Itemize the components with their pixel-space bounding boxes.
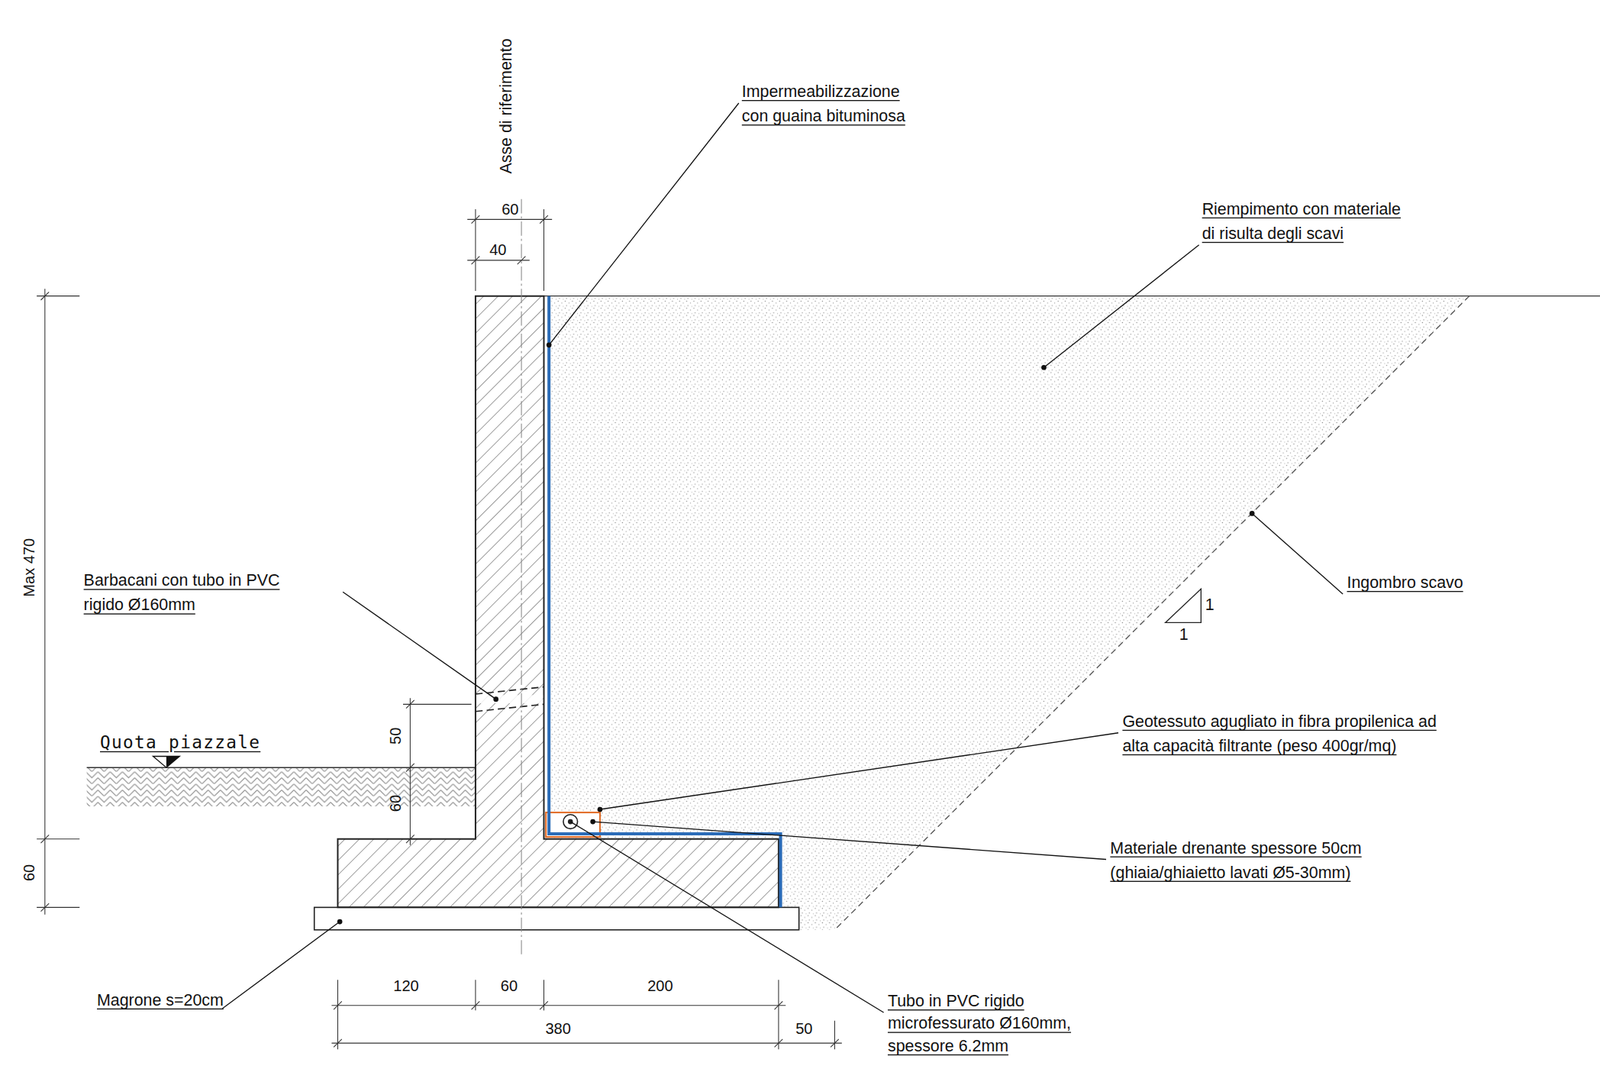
drain-pipe: [563, 814, 578, 830]
leader-dots: [337, 341, 1255, 924]
weep-pipe: [475, 687, 545, 694]
drain-pipe: [567, 819, 574, 825]
callout-label: Ingombro scavo: [1346, 570, 1463, 595]
dimension-text: 40: [489, 240, 507, 259]
level-marker: [153, 756, 181, 768]
dimension-text: 200: [647, 976, 673, 995]
dimension-text: 60: [500, 976, 518, 995]
dimension-text: Max 470: [20, 538, 39, 597]
dimension-text: 50: [795, 1019, 813, 1038]
weep-gap: [476, 694, 543, 704]
callout-label: Magrone s=20cm: [96, 987, 224, 1013]
reference-axis: [521, 199, 523, 955]
dimension-text: 120: [393, 976, 419, 995]
callout-label: Riempimento con materiale di risulta deg…: [1202, 196, 1406, 246]
callout-label: Geotessuto agugliato in fibra propilenic…: [1122, 709, 1441, 759]
ground-line: [543, 295, 1600, 297]
axis-label: Asse di riferimento: [496, 38, 516, 174]
ground-line: [87, 767, 476, 768]
dimension-text: 380: [545, 1019, 571, 1038]
dimension-text: 50: [387, 727, 406, 745]
callout-label: Materiale drenante spessore 50cm (ghiaia…: [1109, 835, 1367, 885]
callout-label: Impermeabilizzazione con guaina bitumino…: [741, 79, 911, 129]
excavation-line: [834, 296, 1469, 930]
level-marker: [166, 756, 180, 768]
dimension-text: 60: [501, 200, 519, 219]
dimension-text: 60: [20, 864, 39, 881]
callout-label: Tubo in PVC rigido microfessurato Ø160mm…: [887, 990, 1076, 1058]
level-label: Quota piazzale: [100, 730, 261, 753]
weep-pipe: [475, 703, 545, 711]
slope-symbol: [1165, 588, 1202, 623]
lean-concrete: [314, 906, 800, 930]
ground-band: [87, 767, 476, 807]
slope-value: 1: [1205, 596, 1215, 615]
slope-value: 1: [1179, 625, 1189, 644]
callout-label: Barbacani con tubo in PVC rigido Ø160mm: [83, 568, 285, 618]
dimension-lines: [36, 209, 842, 1049]
dimension-text: 60: [387, 794, 406, 812]
wall-concrete: [337, 296, 778, 908]
waterproofing: [548, 296, 781, 908]
